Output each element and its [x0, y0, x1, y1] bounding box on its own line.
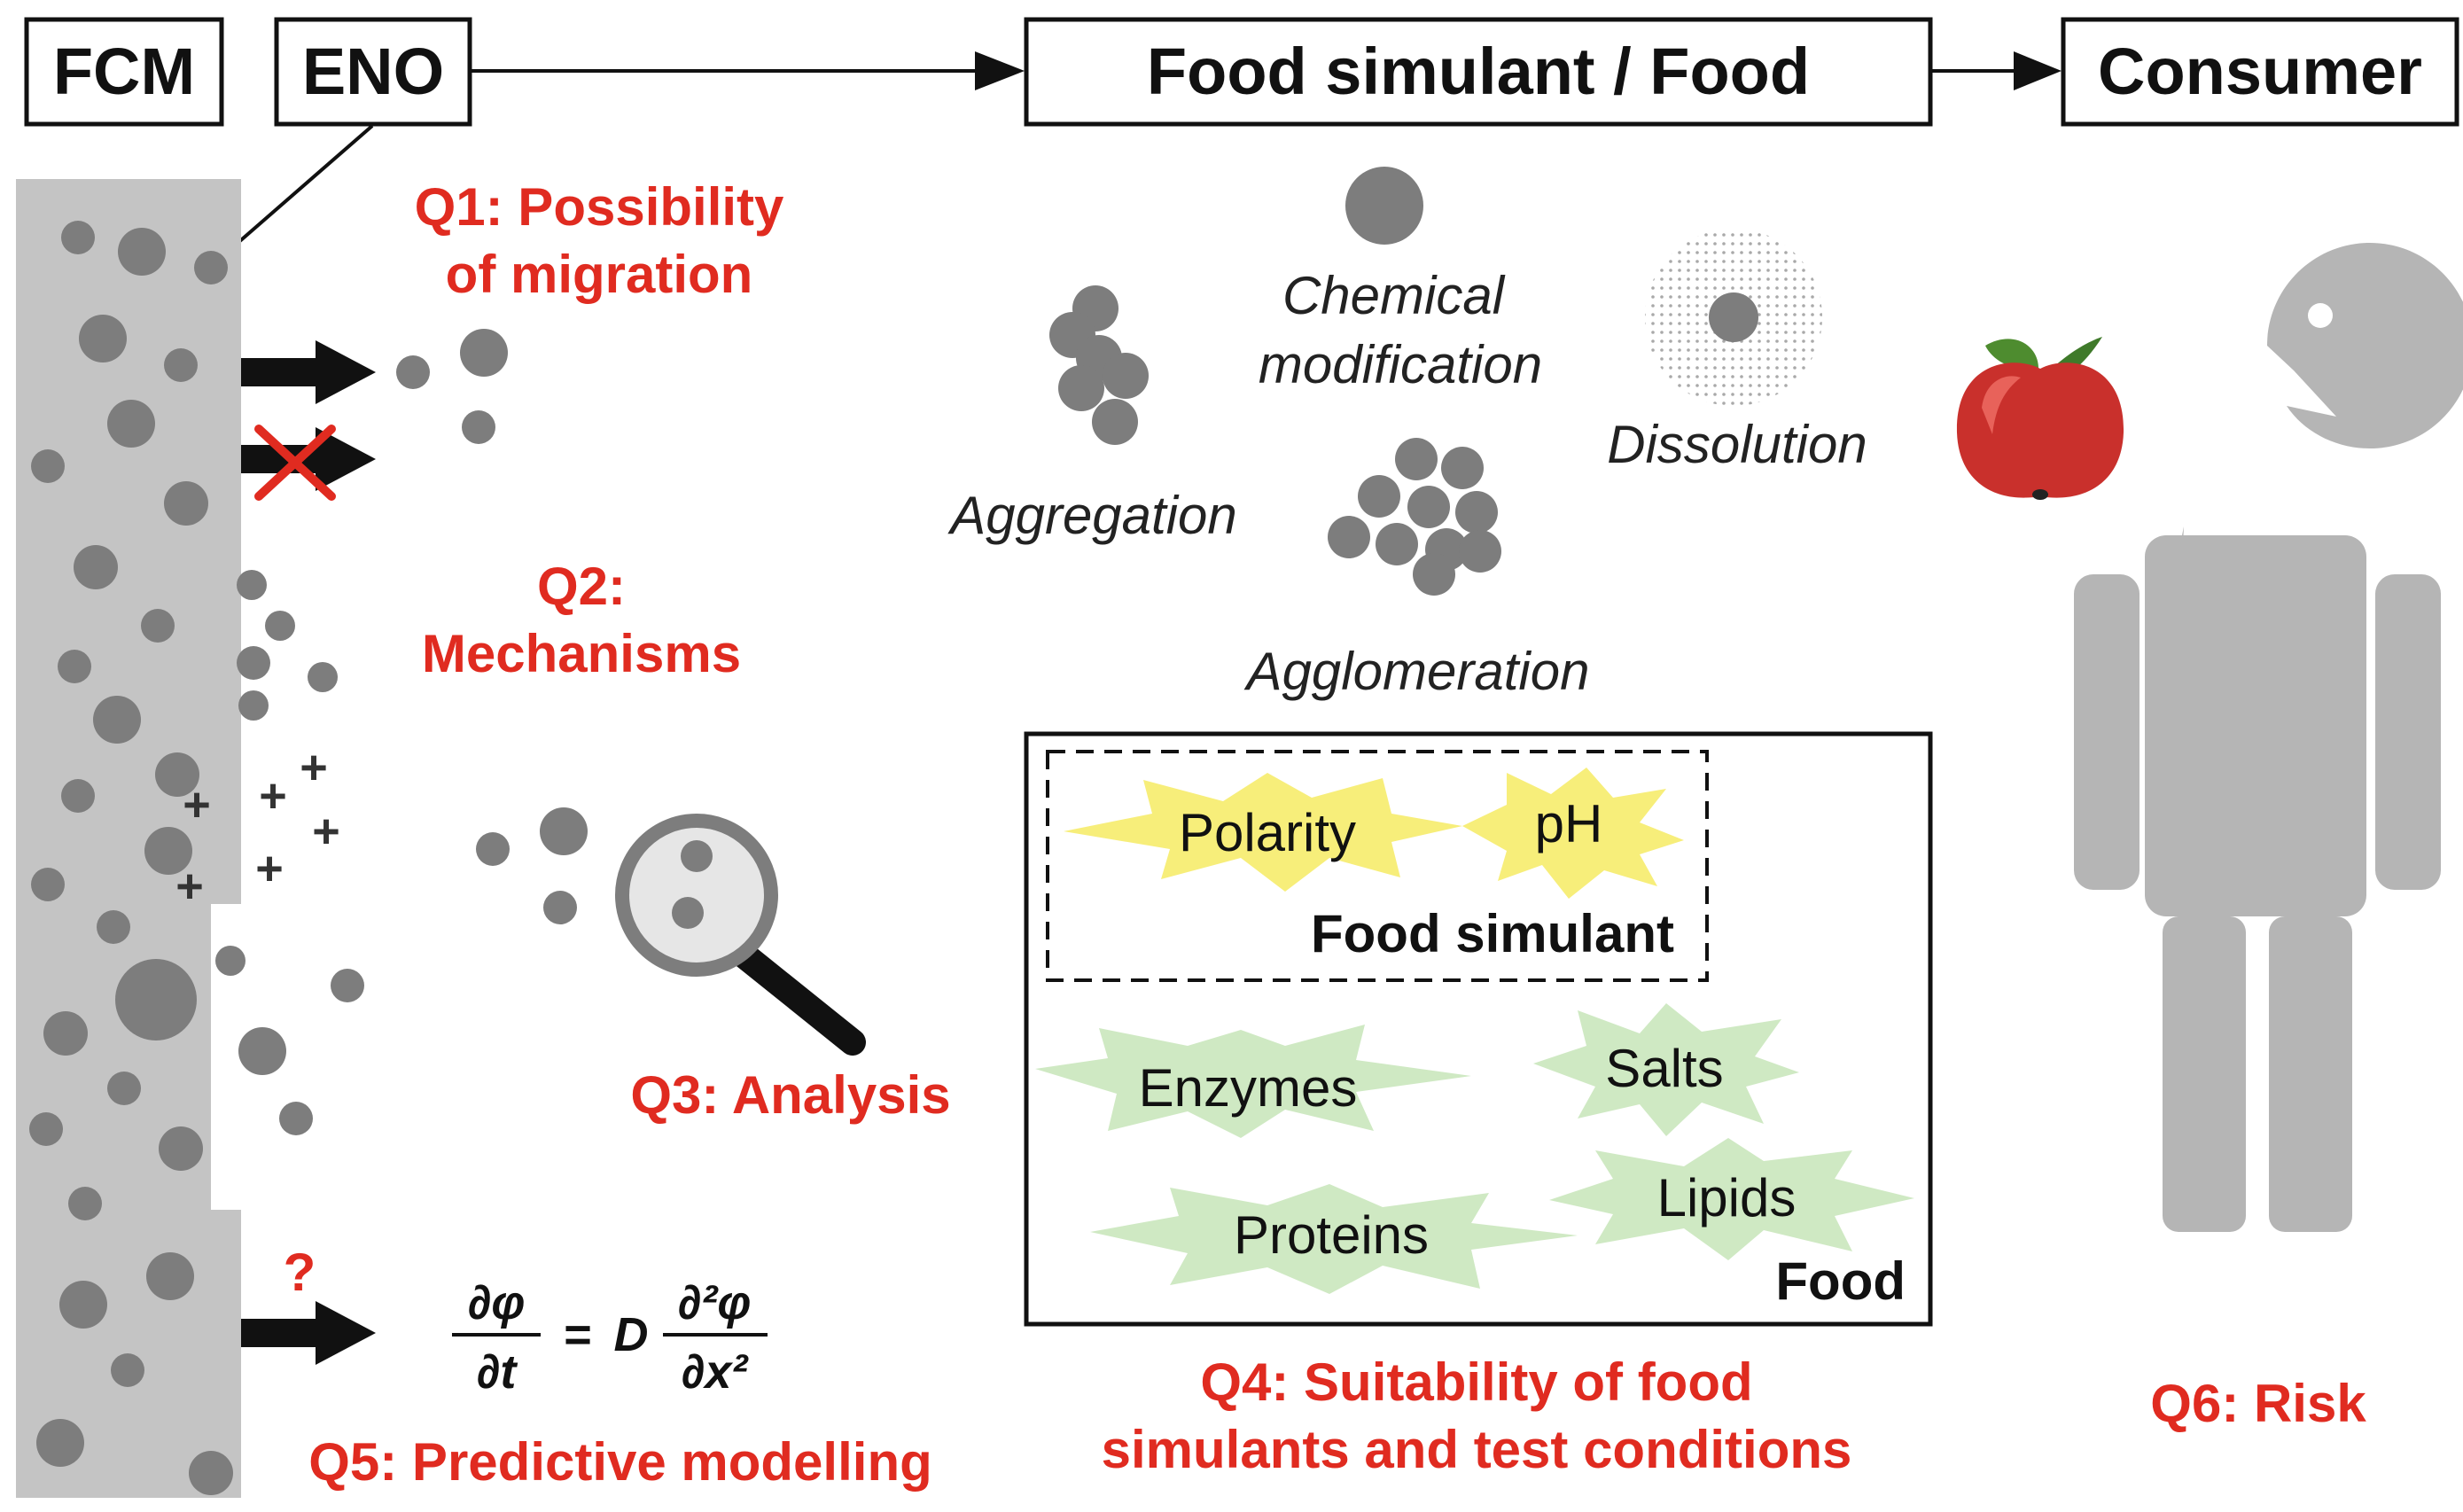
eno-pointer-arrow [220, 124, 374, 259]
consumer-box [2061, 17, 2459, 127]
q6-title: Q6: Risk [2150, 1374, 2366, 1433]
svg-text:+: + [183, 778, 211, 831]
agglomeration-label: Agglomeration [1244, 642, 1590, 701]
q4-title-line1: Q4: Suitability of food [1200, 1352, 1752, 1412]
polarity-label: Polarity [1179, 803, 1356, 862]
proteins-burst [1090, 1184, 1578, 1294]
migrated-particles [396, 329, 508, 444]
ph-burst [1462, 768, 1684, 899]
agglomeration-cluster [1328, 438, 1501, 596]
food-simulant-label: Food simulant [1311, 904, 1674, 963]
equation-equals: = [564, 1308, 592, 1361]
q2-title-line2: Mechanisms [422, 624, 741, 683]
equation-coefficient: D [614, 1308, 649, 1361]
ion-plus-signs: +++ +++ [175, 741, 340, 913]
proteins-label: Proteins [1234, 1205, 1429, 1265]
analysis-particles [215, 807, 588, 1135]
enzymes-label: Enzymes [1139, 1058, 1358, 1118]
magnifying-glass-icon [615, 814, 866, 1056]
polarity-burst [1064, 773, 1462, 892]
aggregation-label: Aggregation [947, 486, 1237, 545]
aggregation-cluster [1049, 285, 1149, 445]
no-migration-cross-icon [254, 425, 336, 501]
q2-title-line1: Q2: [537, 557, 626, 616]
food-simulant-dashed-box [1046, 750, 1709, 982]
q4-title-line2: simulants and test conditions [1102, 1420, 1852, 1479]
salts-label: Salts [1605, 1039, 1723, 1098]
enzymes-burst [1035, 1025, 1471, 1138]
predictive-arrow [241, 1301, 376, 1365]
fcm-label: FCM [53, 35, 195, 108]
q1-title-line2: of migration [446, 245, 753, 304]
food-simulant-food-label: Food simulant / Food [1147, 35, 1810, 108]
q5-title: Q5: Predictive modelling [308, 1432, 932, 1492]
dissolution-label: Dissolution [1607, 415, 1867, 474]
consumer-person-icon [2074, 243, 2463, 1232]
food-to-consumer-arrow [1930, 51, 2062, 90]
dissolving-particle [1709, 292, 1758, 342]
food-label: Food [1775, 1251, 1906, 1311]
eno-box [274, 17, 472, 127]
chemical-modification-line2: modification [1259, 335, 1542, 394]
food-simulant-food-box [1024, 17, 1933, 127]
lipids-label: Lipids [1657, 1168, 1797, 1228]
svg-text:+: + [259, 769, 287, 822]
consumer-label: Consumer [2098, 35, 2422, 108]
equation-lhs-numerator: ∂φ [468, 1276, 526, 1329]
svg-text:+: + [255, 842, 284, 895]
chemical-modification-line1: Chemical [1282, 266, 1506, 325]
equation-lhs-denominator: ∂t [477, 1345, 518, 1399]
ph-label: pH [1535, 794, 1603, 853]
embedded-nanoparticles [29, 221, 233, 1495]
eno-label: ENO [302, 35, 444, 108]
svg-text:+: + [312, 805, 340, 858]
equation-rhs-denominator: ∂x² [682, 1345, 750, 1399]
apple-icon [1956, 337, 2124, 500]
released-particles [237, 570, 338, 721]
svg-text:+: + [175, 860, 204, 913]
eno-to-food-arrow [470, 51, 1025, 90]
diffusion-equation: ∂φ ∂t = D ∂²φ ∂x² [452, 1276, 768, 1399]
lipids-burst [1549, 1138, 1914, 1260]
fcm-box [24, 17, 224, 127]
fcm-material-slab [16, 179, 241, 1498]
salts-burst [1533, 1003, 1799, 1136]
q3-title: Q3: Analysis [630, 1065, 950, 1125]
equation-rhs-numerator: ∂²φ [678, 1276, 752, 1329]
q1-title-line1: Q1: Possibility [415, 177, 784, 237]
modified-particle [1345, 167, 1423, 245]
svg-text:+: + [300, 741, 328, 794]
unknown-question-mark: ? [284, 1243, 316, 1302]
migration-arrow [241, 340, 376, 404]
